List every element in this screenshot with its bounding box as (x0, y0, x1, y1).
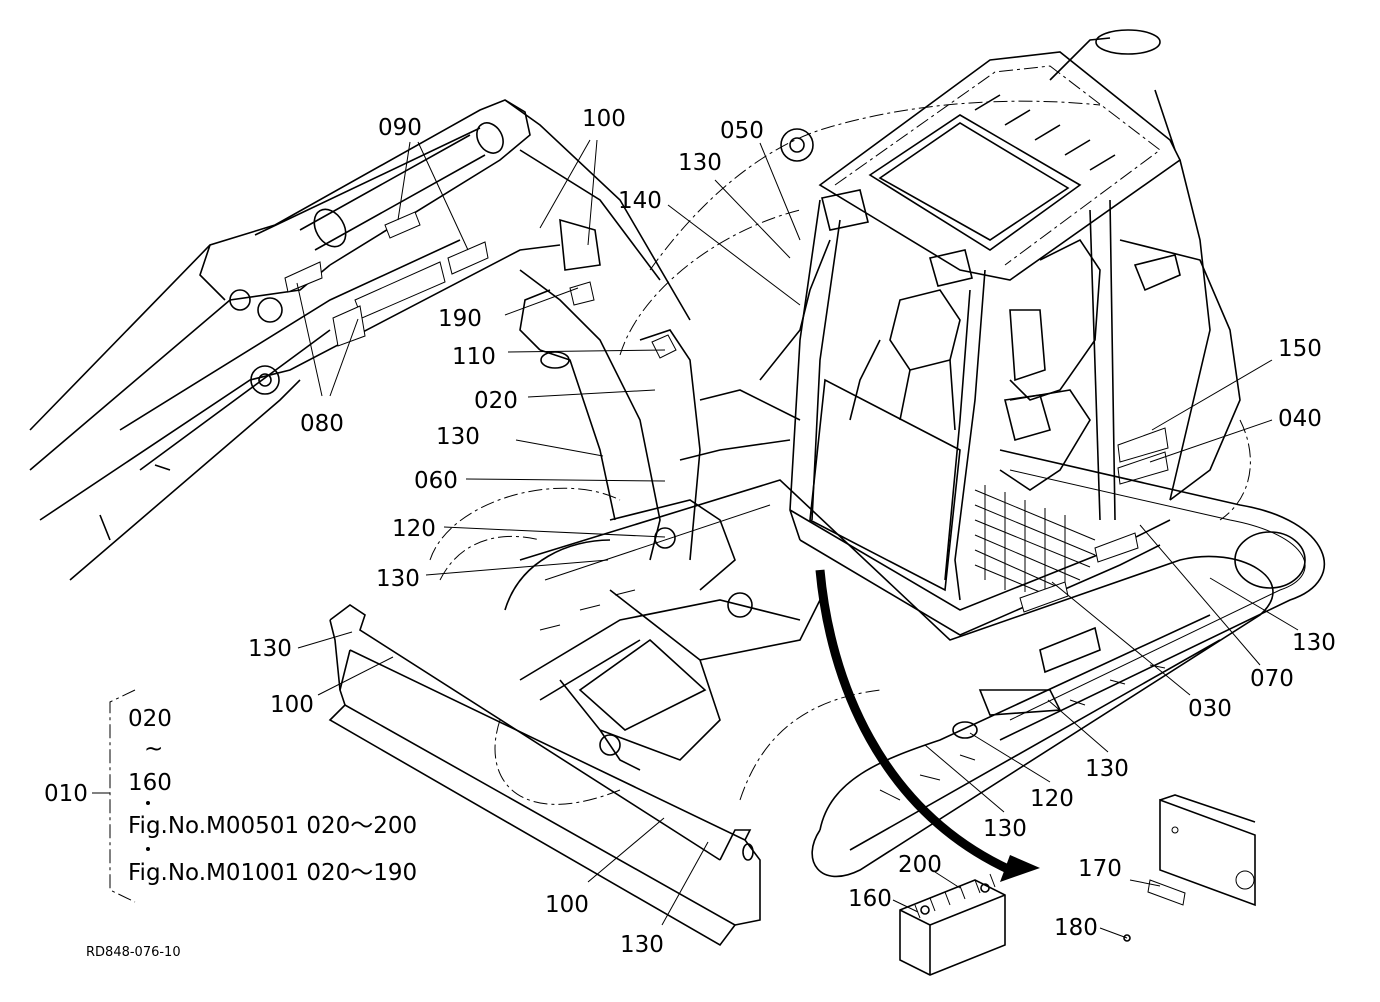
cab-linework (789, 29, 1241, 636)
drawing-id: RD848-076-10 (86, 945, 181, 960)
callout-label: 110 (452, 344, 496, 370)
track-linework (494, 449, 1326, 878)
range-end: 160 (128, 770, 172, 796)
battery-inset-linework (899, 794, 1256, 976)
callout-label: 100 (582, 106, 626, 132)
callout-label: 030 (1188, 696, 1232, 722)
callout-label: 100 (545, 892, 589, 918)
callout-label: 150 (1278, 336, 1322, 362)
callout-label: 190 (438, 306, 482, 332)
range-tilde: ~ (144, 736, 163, 762)
range-start: 020 (128, 706, 172, 732)
callout-label: 070 (1250, 666, 1294, 692)
callout-label: 120 (1030, 786, 1074, 812)
callout-label: 130 (678, 150, 722, 176)
bullet-dot (146, 847, 150, 851)
leader-lines (92, 139, 1299, 939)
callout-label: 130 (248, 636, 292, 662)
callout-label: 140 (618, 188, 662, 214)
callout-label: 040 (1278, 406, 1322, 432)
callout-label: 180 (1054, 915, 1098, 941)
figure-reference-2: Fig.No.M01001 020～190 (128, 860, 417, 886)
bullet-dot (146, 801, 150, 805)
callout-label: 130 (620, 932, 664, 958)
callout-label: 090 (378, 115, 422, 141)
callout-label: 060 (414, 468, 458, 494)
callout-label: 130 (1292, 630, 1336, 656)
boom-arm-linework (29, 99, 691, 581)
callout-label: 130 (1085, 756, 1129, 782)
callout-label: 130 (983, 816, 1027, 842)
callout-label: 200 (898, 852, 942, 878)
callout-label: 020 (474, 388, 518, 414)
callout-label: 130 (376, 566, 420, 592)
callout-label: 100 (270, 692, 314, 718)
callout-label: 050 (720, 118, 764, 144)
callout-label: 130 (436, 424, 480, 450)
battery-location-arrow (815, 569, 1040, 882)
assembly-note: 010 020 ~ 160 Fig.No.M00501 020～200 Fig.… (44, 706, 417, 886)
swing-bracket-linework (519, 218, 801, 591)
upper-body-linework (429, 100, 1251, 581)
callout-labels: 090 100 050 130 140 190 110 020 130 060 … (248, 106, 1336, 958)
callout-label: 160 (848, 886, 892, 912)
callout-label: 120 (392, 516, 436, 542)
dozer-blade-linework (328, 589, 821, 947)
callout-label: 080 (300, 411, 344, 437)
figure-reference-1: Fig.No.M00501 020～200 (128, 813, 417, 839)
callout-label: 170 (1078, 856, 1122, 882)
assembly-part-number: 010 (44, 781, 88, 807)
